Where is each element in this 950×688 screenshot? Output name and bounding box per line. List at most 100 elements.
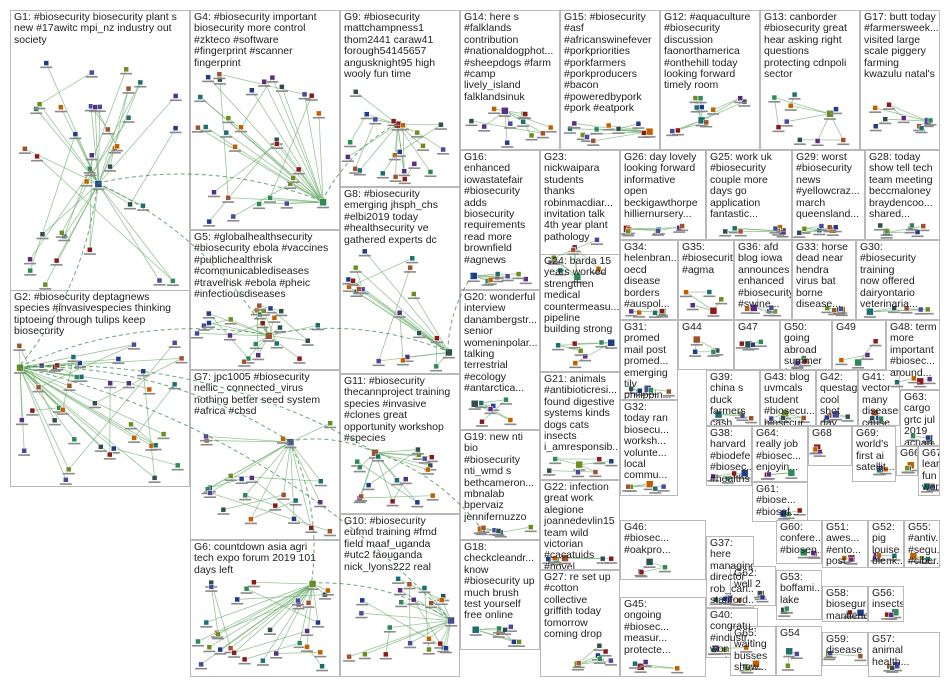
user-node [752,660,759,667]
user-node [95,180,102,187]
node-name-mark [715,303,727,305]
node-name-mark [313,117,325,119]
node-name-mark [781,612,793,614]
group-g63: G63: cargo grtc jul 2019 acuan... [900,390,940,446]
user-node [63,477,68,482]
group-cluster [761,11,860,150]
node-name-mark [569,367,581,369]
user-node [745,306,750,311]
user-node [232,650,237,655]
node-name-mark [722,482,734,484]
node-name-mark [852,367,864,369]
user-node [235,597,240,602]
node-name-mark [16,424,28,426]
node-name-mark [26,414,38,416]
node-name-mark [81,185,93,187]
group-cluster [541,571,620,677]
group-g60: G60: confere... #biosen... [776,520,822,564]
node-name-mark [680,296,692,298]
node-name-mark [634,394,646,396]
node-name-mark [552,349,564,351]
user-node [802,226,807,231]
user-node [108,381,113,386]
user-node [866,308,873,315]
node-name-mark [886,671,898,673]
user-node [35,154,40,159]
user-node [291,516,296,521]
node-name-mark [58,240,70,242]
user-node [320,199,327,206]
node-name-mark [773,131,785,133]
user-node [376,454,381,459]
node-name-mark [888,312,900,314]
node-name-mark [18,454,30,456]
user-node [152,475,157,480]
user-node [925,435,930,440]
node-name-mark [124,208,136,210]
user-node [616,126,621,131]
node-name-mark [649,316,661,318]
user-node [585,134,590,139]
user-node [508,418,513,423]
node-name-mark [214,653,226,655]
node-name-mark [271,347,283,349]
user-node [242,359,247,364]
group-g69: G69: world's first ai satellit... [852,426,896,482]
user-node [786,511,791,516]
user-node [666,389,671,394]
group-g56: G56: insects [868,586,904,622]
user-node [741,470,748,477]
user-node [788,103,793,108]
user-node [855,359,862,366]
group-g14: G14: here s #falklands contribution #nat… [460,10,560,150]
user-node [646,481,653,488]
node-name-mark [501,146,513,148]
node-name-mark [51,264,63,266]
user-node [438,641,443,646]
node-name-mark [807,556,819,558]
group-g13: G13: canborder #biosecurity great hear a… [760,10,860,150]
node-name-mark [543,474,555,476]
node-name-mark [783,656,795,658]
node-name-mark [526,139,538,141]
node-name-mark [369,123,381,125]
node-name-mark [424,175,436,177]
group-cluster [761,371,816,426]
node-name-mark [170,132,182,134]
node-name-mark [203,225,215,227]
group-g44: G44 [678,320,734,370]
user-node [480,419,485,424]
user-node [629,309,634,314]
node-name-mark [350,95,362,97]
node-name-mark [485,413,497,415]
user-node [306,600,311,605]
group-cluster [823,633,868,666]
node-name-mark [389,159,401,161]
user-node [407,582,412,587]
node-name-mark [525,531,537,533]
user-node [179,356,184,361]
group-cluster [735,241,792,320]
user-node [126,115,131,120]
group-cluster [191,371,340,540]
user-node [832,308,837,313]
node-name-mark [823,659,835,661]
node-name-mark [167,284,179,286]
node-name-mark [250,348,262,350]
edge [702,98,741,120]
edge [245,442,290,495]
node-name-mark [112,362,124,364]
node-name-mark [169,388,181,390]
node-name-mark [258,85,270,87]
node-name-mark [258,314,270,316]
user-node [206,311,211,316]
node-name-mark [217,513,229,515]
node-name-mark [914,386,926,388]
node-name-mark [756,601,768,603]
user-node [797,230,802,235]
node-name-mark [31,160,43,162]
group-g47: G47 [734,320,780,370]
node-name-mark [203,651,215,653]
node-name-mark [741,672,753,674]
user-node [315,323,320,328]
